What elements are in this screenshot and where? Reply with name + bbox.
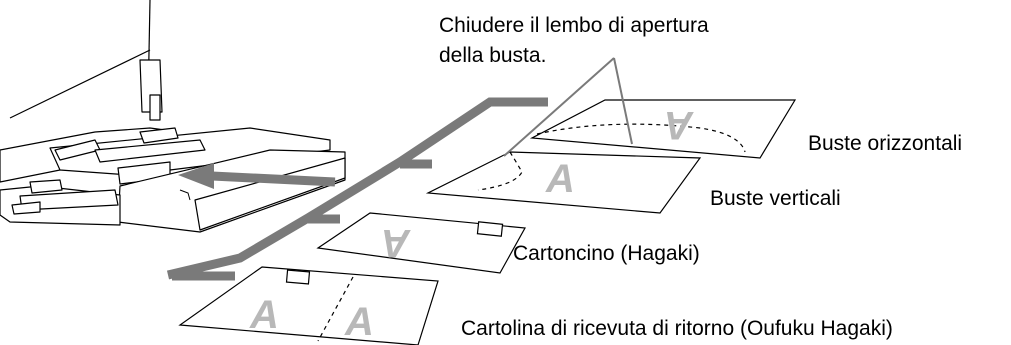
feed-direction-arrow-icon	[178, 163, 214, 189]
callout-pointers	[503, 57, 633, 157]
printer-tray-illustration	[0, 0, 346, 233]
postcard-mark-icon: A	[381, 221, 411, 265]
loading-guide-path	[166, 97, 548, 281]
return-postcard-mark-right-icon: A	[344, 300, 374, 344]
horizontal-envelope-mark-icon: A	[664, 103, 694, 147]
postcard-sheet: A	[316, 212, 526, 274]
vertical-envelopes-label: Buste verticali	[710, 187, 841, 210]
vertical-envelope-mark-icon: A	[545, 157, 575, 201]
return-postcard-label: Cartolina di ricevuta di ritorno (Oufuku…	[461, 317, 893, 340]
callout-text-line1: Chiudere il lembo di apertura	[439, 14, 709, 37]
callout-text-line2: della busta.	[439, 44, 546, 67]
return-postcard-mark-left-icon: A	[249, 293, 279, 337]
return-postcard-sheet: A A	[178, 266, 439, 345]
horizontal-envelope-sheet: A	[529, 99, 797, 159]
horizontal-envelopes-label: Buste orizzontali	[808, 132, 962, 155]
vertical-envelope-sheet: A	[425, 151, 702, 214]
postcard-label: Cartoncino (Hagaki)	[513, 242, 700, 265]
